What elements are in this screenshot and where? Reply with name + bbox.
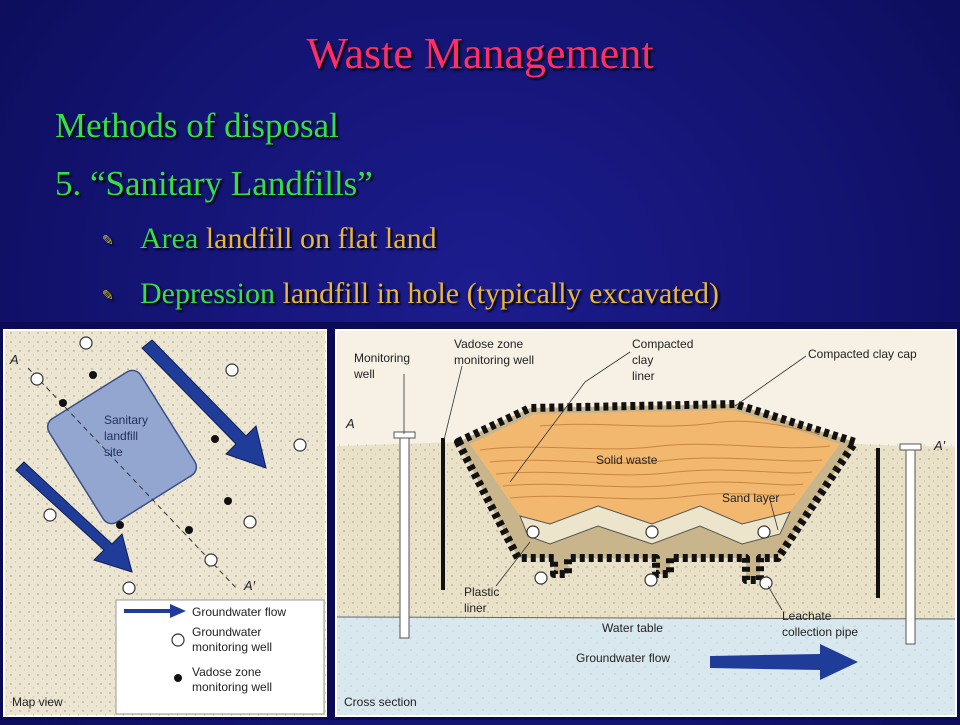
legend-flow-arrow [124, 604, 186, 618]
vadose-well-left [441, 438, 445, 590]
groundwater-wells [30, 336, 307, 595]
bullet-keyword: Area [140, 222, 199, 255]
landfill-figure: A A′ Sanitary landfill site Groundwater … [0, 322, 960, 720]
vadose-well-label: Vadose zone monitoring well [454, 337, 534, 367]
monitoring-well-label: Monitoring well [353, 351, 413, 381]
list-item-5: 5. “Sanitary Landfills” [55, 164, 373, 203]
cross-section-caption: Cross section [344, 695, 417, 709]
leader-lines [403, 351, 807, 611]
pen-icon: ✎ [102, 288, 114, 304]
waste-texture [479, 420, 831, 500]
solid-waste-label: Solid waste [596, 453, 658, 467]
sand-layer [519, 505, 791, 545]
site-label: Sanitary landfill site [104, 413, 151, 459]
legend-vz-label: Vadose zone monitoring well [192, 665, 272, 694]
monitoring-well-left [399, 431, 410, 639]
groundwater-flow-label: Groundwater flow [576, 651, 670, 665]
water-table-label: Water table [602, 621, 663, 635]
bullet-area-landfill: ✎ Area landfill on flat land [102, 222, 437, 256]
vadose-well-right [876, 448, 880, 598]
section-point-a: A [345, 416, 355, 431]
leachate-pipes [526, 525, 773, 590]
water-table-line [336, 616, 956, 620]
pen-icon: ✎ [102, 233, 114, 249]
map-point-a-prime: A′ [243, 578, 256, 593]
legend-gw-well [171, 633, 185, 647]
leachate-pipe-label: Leachate collection pipe [782, 609, 858, 639]
vadose-wells [59, 371, 232, 534]
solid-waste [470, 410, 840, 524]
bullet-text: landfill on flat land [205, 222, 437, 255]
slide-title: Waste Management [306, 29, 654, 78]
groundwater-flow-arrow [15, 461, 133, 573]
map-legend: Groundwater flow Groundwater monitoring … [115, 599, 325, 715]
clay-cap-label: Compacted clay cap [808, 347, 917, 361]
bullet-keyword: Depression [140, 277, 275, 310]
plastic-liner-label: Plastic liner [464, 585, 503, 615]
map-view: A A′ Sanitary landfill site Groundwater … [3, 329, 327, 717]
legend-gw-label: Groundwater monitoring well [192, 625, 272, 654]
cross-section: Monitoring well Vadose zone monitoring w… [335, 329, 957, 717]
cross-section-flow-arrow [710, 644, 858, 680]
clay-liner-label: Compacted clay liner [632, 337, 697, 383]
bullet-depression-landfill: ✎ Depression landfill in hole (typically … [102, 277, 719, 311]
section-line [27, 367, 239, 591]
landfill-site [46, 369, 198, 525]
map-point-a: A [9, 352, 19, 367]
section-point-a-prime: A′ [933, 438, 946, 453]
map-view-caption: Map view [12, 695, 63, 709]
groundwater-flow-arrow [141, 339, 267, 469]
landfill-diagram: A A′ Sanitary landfill site Groundwater … [3, 329, 957, 717]
legend-flow-label: Groundwater flow [192, 605, 286, 619]
monitoring-well-right [905, 443, 916, 645]
legend-vz-well [174, 674, 182, 682]
sand-layer-label: Sand layer [722, 491, 779, 505]
subtitle: Methods of disposal [55, 106, 339, 145]
bullet-text: landfill in hole (typically excavated) [282, 277, 719, 310]
